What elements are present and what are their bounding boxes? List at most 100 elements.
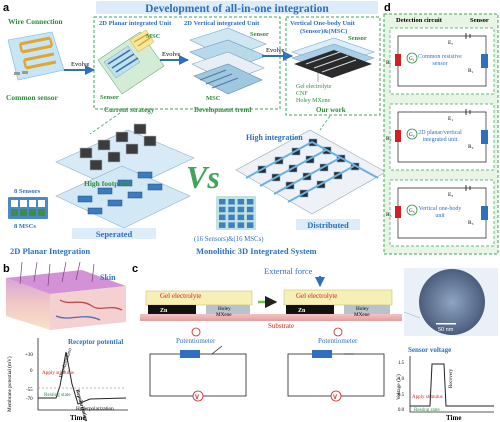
potentiometer-icon-left — [191, 327, 201, 337]
substrate — [140, 314, 402, 321]
sixteen-grid-cell — [237, 214, 245, 221]
sensor-voltage-curve — [410, 363, 494, 407]
external-force-label: External force — [264, 266, 313, 276]
sensor-block — [143, 135, 157, 147]
sixteen-grid-cell — [219, 206, 226, 213]
vs-label: Vs — [186, 159, 220, 195]
c-x-label: Time — [446, 414, 461, 422]
one-body-title-1: Vertical One-body Unit — [290, 20, 356, 27]
recovery-label: Recovery — [449, 368, 454, 388]
vertical-msc-label: MSC — [206, 95, 221, 102]
planar-msc-label: MSC — [146, 33, 161, 40]
sixteen-grid-cell — [246, 214, 254, 221]
b-axes — [37, 338, 128, 411]
detection-row-frame — [389, 27, 495, 95]
b-y-label: Membrane potential (mV) — [6, 356, 13, 412]
resistor-icon — [395, 130, 401, 142]
source-label: E₃ — [448, 192, 453, 198]
msc-block — [117, 179, 133, 187]
current-strategy-label: Current strategy — [104, 106, 155, 114]
sensor-block — [107, 151, 121, 163]
evolve-label-3: Evolve — [266, 47, 285, 54]
planar-sensor-label: Sensor — [100, 94, 119, 101]
distributed-label: Distributed — [307, 220, 349, 230]
wire-connection-label: Wire Connection — [8, 17, 63, 26]
eight-grid-cell — [11, 209, 18, 216]
resistor-label: R₃ — [386, 212, 392, 218]
panel-b: b Skin Receptor potential Membrane poten… — [3, 261, 128, 422]
msc-block — [77, 195, 93, 203]
circuit-wire — [397, 111, 487, 163]
sensor-block — [97, 139, 111, 151]
panel-c-letter: c — [132, 263, 138, 275]
separated-bg — [72, 228, 156, 239]
high-integration-label: High integration — [246, 133, 303, 142]
scale-bar — [436, 323, 456, 325]
sem-callout — [403, 311, 421, 319]
sensor-load-icon — [481, 130, 488, 144]
detection-circuit-label: Detection circuit — [396, 17, 443, 24]
sixteen-grid-cell — [237, 206, 245, 213]
source-label: E₁ — [448, 116, 453, 122]
substrate-label: Substrate — [268, 322, 294, 330]
b-ytick-0: +30 — [25, 353, 33, 358]
zn-right: Zn — [298, 308, 306, 314]
eight-grid-cell — [11, 200, 18, 207]
sensor-voltage-label: Sensor voltage — [408, 346, 451, 354]
msc-block — [137, 171, 153, 179]
resistor-label: Rₒ — [386, 60, 392, 66]
eight-grid-cell — [38, 200, 45, 207]
holey-mxene-label: Holey MXene — [296, 98, 330, 104]
c-resting-state: Resting state — [414, 408, 440, 413]
detection-row-frame — [389, 103, 495, 171]
gauge-label: G₃ — [409, 208, 415, 214]
banner-background — [96, 1, 378, 14]
potentiometer-icon-right — [333, 327, 343, 337]
holey-right-1: Holey — [356, 306, 369, 312]
planar-integration-label: 2D Planar Integration — [10, 246, 90, 256]
eight-mscs-label: 8 MSCs — [14, 223, 36, 230]
resistor-icon — [395, 206, 401, 218]
common-sensor-device — [7, 31, 65, 81]
sensor-block — [115, 131, 129, 143]
panel-d-letter: d — [384, 2, 391, 14]
sensor-load-icon — [481, 206, 488, 220]
voltmeter-right: V — [333, 395, 337, 401]
device-left — [145, 290, 253, 314]
b-apply-stimulus: Apply stimulus — [42, 370, 74, 376]
d-sensor-label: Sensor — [470, 17, 489, 24]
msc-block — [87, 207, 103, 215]
sixteen-grid-cell — [237, 222, 245, 228]
row-label-line-2: sensor — [432, 61, 447, 67]
one-body-sensor-label: Sensor — [348, 35, 367, 42]
zn-left: Zn — [160, 308, 168, 314]
voltmeter-left: V — [195, 395, 199, 401]
load-label: R₁ — [468, 68, 474, 74]
c-gel-electrolyte-right: Gel electrolyte — [296, 292, 337, 300]
c-ytick-1: 0.5 — [398, 393, 405, 398]
b-ytick-3: -70 — [26, 397, 33, 402]
sixteen-grid-cell — [228, 214, 235, 221]
eight-grid-cell — [20, 209, 27, 216]
c-ytick-0: 0.0 — [398, 408, 405, 413]
circuit-wire — [397, 35, 487, 87]
sensor-block — [133, 123, 147, 135]
gel-electrolyte-label: Gel electrolyte — [296, 84, 332, 90]
sixteen-grid-cell — [246, 206, 254, 213]
b-x-label: Time — [70, 414, 85, 422]
msc-block — [147, 183, 163, 191]
circuit-left — [149, 345, 247, 402]
sem-image — [419, 269, 485, 335]
sixteen-units-label: (16 Sensors)&(16 MSCs) — [194, 236, 263, 243]
panel-b-letter: b — [3, 263, 10, 275]
resistor-label: R₂ — [386, 136, 392, 142]
evolve-label-1: Evolve — [71, 61, 90, 68]
sixteen-grid-cell — [219, 214, 226, 221]
potentiometer-right: Potentiometer — [318, 337, 358, 345]
sixteen-grid — [219, 199, 254, 228]
holey-right-2: MXene — [354, 312, 370, 318]
